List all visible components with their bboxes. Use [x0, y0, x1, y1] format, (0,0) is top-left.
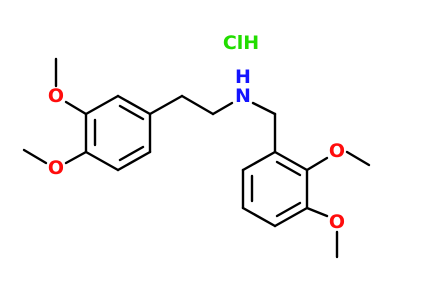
bond [241, 150, 277, 172]
ethylamine-chain [148, 94, 277, 154]
double-bond-inner [275, 160, 302, 177]
double-bond-inner [275, 201, 302, 218]
left-methoxy-groups [22, 57, 88, 165]
right-benzene-ring [241, 150, 309, 228]
bond [345, 150, 371, 167]
bond [148, 94, 184, 116]
bond [22, 148, 48, 165]
oxygen-label: O [329, 140, 345, 162]
bond [305, 156, 329, 172]
bond [116, 94, 152, 116]
bond [241, 206, 277, 228]
bond [180, 94, 215, 116]
oxygen-label: O [48, 85, 64, 107]
double-bond-inner [118, 104, 145, 121]
salt-label: ClH [223, 32, 259, 54]
oxygen-label: O [48, 157, 64, 179]
double-bond-inner [118, 145, 145, 162]
bond [84, 150, 120, 172]
bond [273, 206, 309, 228]
bond [273, 150, 309, 172]
bond [211, 101, 234, 116]
bond [84, 94, 120, 116]
bond [116, 150, 152, 172]
bond [305, 206, 329, 218]
bond [64, 100, 88, 116]
left-benzene-ring [84, 94, 152, 172]
bond [64, 150, 88, 165]
right-methoxy-groups [305, 150, 371, 259]
amine-hydrogen-label: H [235, 66, 251, 88]
oxygen-label: O [329, 211, 345, 233]
nitrogen-label: N [235, 85, 251, 107]
bond [251, 101, 277, 116]
